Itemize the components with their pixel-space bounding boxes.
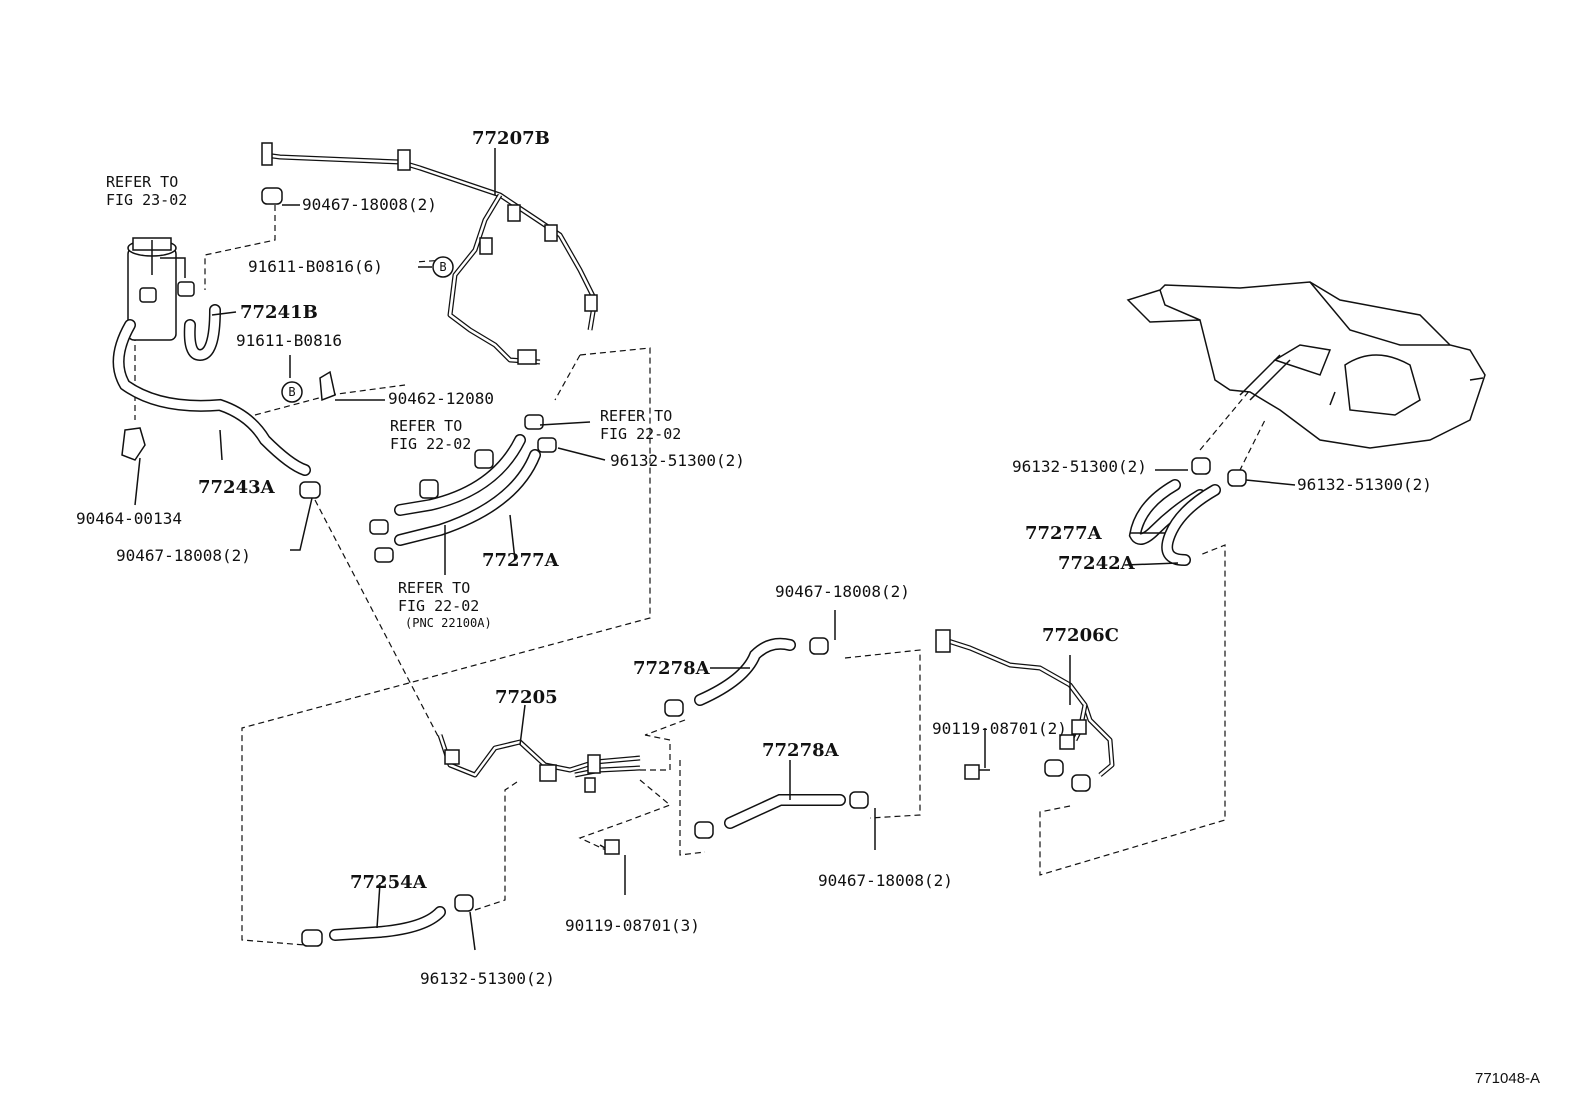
refer-note-fig-22-02-c: REFER TO FIG 22-02 (PNC 22100A)	[398, 579, 492, 630]
label-96132-tank-right: 96132-51300(2)	[1297, 475, 1432, 494]
svg-text:FIG 22-02: FIG 22-02	[600, 425, 681, 443]
svg-text:REFER TO: REFER TO	[600, 407, 672, 425]
hose-77278A-top	[664, 637, 829, 717]
label-77241B: 77241B	[240, 302, 318, 323]
figure-id: 771048-A	[1475, 1070, 1540, 1087]
refer-note-fig-22-02-b: REFER TO FIG 22-02	[600, 407, 681, 443]
label-90119-right: 90119-08701(2)	[932, 719, 1067, 738]
pipe-77206C	[935, 629, 1115, 777]
label-90467-top: 90467-18008(2)	[302, 195, 437, 214]
label-77277A-right: 77277A	[1025, 523, 1103, 544]
refer-note-fig-23-02: REFER TO FIG 23-02	[106, 173, 187, 209]
label-77254A: 77254A	[350, 872, 428, 893]
label-77277A-mid: 77277A	[482, 550, 560, 571]
pipe-77207B	[261, 142, 598, 365]
refer-note-fig-22-02-a: REFER TO FIG 22-02	[390, 417, 471, 453]
label-96132-tank-left: 96132-51300(2)	[1012, 457, 1147, 476]
bolt-90119-right	[964, 764, 990, 780]
label-77242A: 77242A	[1058, 553, 1136, 574]
label-90467-bottom: 90467-18008(2)	[818, 871, 953, 890]
label-90467-right-top: 90467-18008(2)	[775, 582, 910, 601]
leader-lines	[134, 148, 1296, 951]
clamp-90467-left	[299, 481, 321, 499]
svg-text:(PNC 22100A): (PNC 22100A)	[405, 616, 492, 630]
bolt-90119-bottom	[599, 839, 620, 855]
circle-b-marker-top: B	[432, 256, 454, 278]
hose-77243A	[112, 319, 311, 476]
label-77278A-mid: 77278A	[762, 740, 840, 761]
hose-77277A-right	[1128, 479, 1206, 545]
svg-text:FIG 23-02: FIG 23-02	[106, 191, 187, 209]
pipe-77205	[437, 734, 641, 793]
clamps-mid	[369, 414, 557, 563]
label-91611-b0816-6: 91611-B0816(6)	[248, 257, 383, 276]
clamps-right-lower	[1044, 759, 1091, 792]
charcoal-canister	[127, 237, 195, 341]
label-90462: 90462-12080	[388, 389, 494, 408]
hose-77242A	[1161, 484, 1221, 566]
label-90464: 90464-00134	[76, 509, 182, 528]
label-90119-bottom: 90119-08701(3)	[565, 916, 700, 935]
clamps-tank	[1191, 457, 1247, 487]
hose-77241B	[183, 304, 221, 362]
circle-b-marker-mid: B	[281, 381, 303, 403]
bracket-90462	[319, 370, 336, 402]
label-91611-b0816: 91611-B0816	[236, 331, 342, 350]
label-77207B: 77207B	[472, 128, 550, 149]
fuel-tank	[1126, 281, 1486, 449]
svg-text:FIG 22-02: FIG 22-02	[398, 597, 479, 615]
svg-text:REFER TO: REFER TO	[398, 579, 470, 597]
svg-text:B: B	[288, 385, 295, 399]
svg-text:REFER TO: REFER TO	[390, 417, 462, 435]
hose-77254A	[301, 894, 474, 947]
label-77278A-top: 77278A	[633, 658, 711, 679]
label-77205: 77205	[495, 687, 558, 708]
label-90467-left: 90467-18008(2)	[116, 546, 251, 565]
label-96132-bottom: 96132-51300(2)	[420, 969, 555, 988]
clip-90464	[121, 427, 146, 461]
label-77243A: 77243A	[198, 477, 276, 498]
dashed-reference-lines	[134, 205, 1266, 946]
label-77206C: 77206C	[1042, 625, 1119, 646]
hose-77278A-mid	[694, 791, 869, 839]
svg-text:FIG 22-02: FIG 22-02	[390, 435, 471, 453]
label-96132-mid: 96132-51300(2)	[610, 451, 745, 470]
clamp-90467-top	[261, 187, 283, 205]
hose-77277A-mid	[394, 434, 541, 546]
svg-text:REFER TO: REFER TO	[106, 173, 178, 191]
svg-text:B: B	[439, 260, 446, 274]
